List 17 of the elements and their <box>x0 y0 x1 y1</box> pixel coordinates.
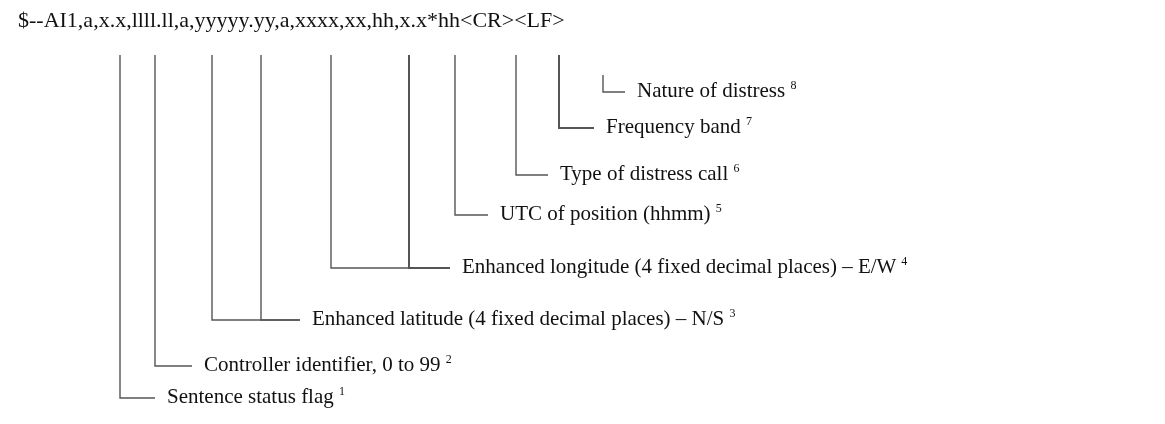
field-description: Type of distress call $^{6}$ <box>548 159 740 187</box>
leader-line <box>602 74 626 93</box>
leader-line <box>408 54 451 269</box>
leader-line <box>515 54 549 176</box>
field-description: Enhanced longitude (4 fixed decimal places) – E/W $^{4}$ <box>450 252 908 280</box>
field-description: Sentence status flag $^{1}$ <box>155 382 346 410</box>
leader-line <box>119 54 156 399</box>
leader-line <box>260 54 301 321</box>
field-description: Frequency band $^{7}$ <box>594 112 752 140</box>
sentence-format-string: $--AI1,a,x.x,llll.ll,a,yyyyy.yy,a,xxxx,xx,hh,x.x*hh<CR><LF> <box>18 6 565 34</box>
leader-line <box>454 54 489 216</box>
leader-line <box>558 54 595 129</box>
field-description: Enhanced latitude (4 fixed decimal places) – N/S $^{3}$ <box>300 304 736 332</box>
field-description: UTC of position (hhmm) $^{5}$ <box>488 199 722 227</box>
leader-line <box>154 54 193 367</box>
field-description: Controller identifier, 0 to 99 $^{2}$ <box>192 350 452 378</box>
field-description: Nature of distress $^{8}$ <box>625 76 797 104</box>
